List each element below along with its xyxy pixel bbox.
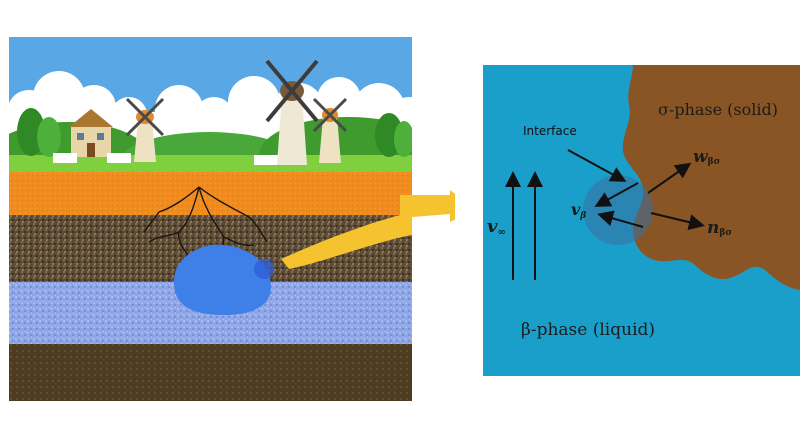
groundwater-droplet	[174, 244, 271, 315]
solid-phase-label: σ-phase (solid)	[658, 100, 778, 119]
n-subscript: βσ	[719, 228, 732, 238]
v-beta-arrow-1	[594, 182, 639, 207]
v-beta-label: v	[571, 200, 581, 219]
v-inf-subscript: ∞	[497, 227, 505, 238]
n-arrow	[650, 212, 705, 230]
trees	[17, 108, 412, 157]
windmill-right	[312, 97, 348, 163]
bedrock-layer	[9, 344, 412, 401]
phase-diagram: σ-phase (solid) β-phase (liquid) Interfa…	[483, 65, 800, 376]
interface-pointer	[567, 149, 627, 182]
fences	[53, 153, 280, 165]
svg-text:vβ: vβ	[571, 200, 586, 221]
svg-text:σ-phase (solid): σ-phase (solid)	[658, 100, 778, 119]
w-subscript: βσ	[708, 157, 721, 167]
w-label: w	[693, 147, 709, 167]
windmill-large	[265, 59, 319, 165]
svg-text:v∞: v∞	[487, 216, 506, 238]
v-beta-subscript: β	[579, 211, 586, 221]
landscape-cross-section	[9, 37, 412, 401]
droplet-highlight	[254, 259, 274, 279]
n-label: n	[707, 218, 719, 238]
v-beta-arrow-2	[597, 210, 644, 228]
zoom-arrow-left-part	[281, 212, 412, 269]
liquid-phase-label: β-phase (liquid)	[521, 320, 655, 340]
interface-bubble	[583, 175, 653, 245]
svg-text:nβσ: nβσ	[707, 218, 732, 238]
svg-text:β-phase (liquid): β-phase (liquid)	[521, 320, 655, 340]
house	[69, 109, 113, 157]
topsoil-layer	[9, 172, 412, 215]
windmill-small	[125, 97, 165, 162]
solid-region	[622, 65, 800, 290]
w-arrow	[647, 162, 692, 194]
phase-interface-panel: σ-phase (solid) β-phase (liquid) Interfa…	[483, 65, 800, 376]
svg-text:Interface: Interface	[523, 124, 577, 138]
svg-text:wβσ: wβσ	[693, 147, 721, 167]
landscape-illustration	[9, 37, 412, 401]
interface-label: Interface	[523, 124, 577, 138]
v-inf-label: v	[487, 216, 498, 237]
